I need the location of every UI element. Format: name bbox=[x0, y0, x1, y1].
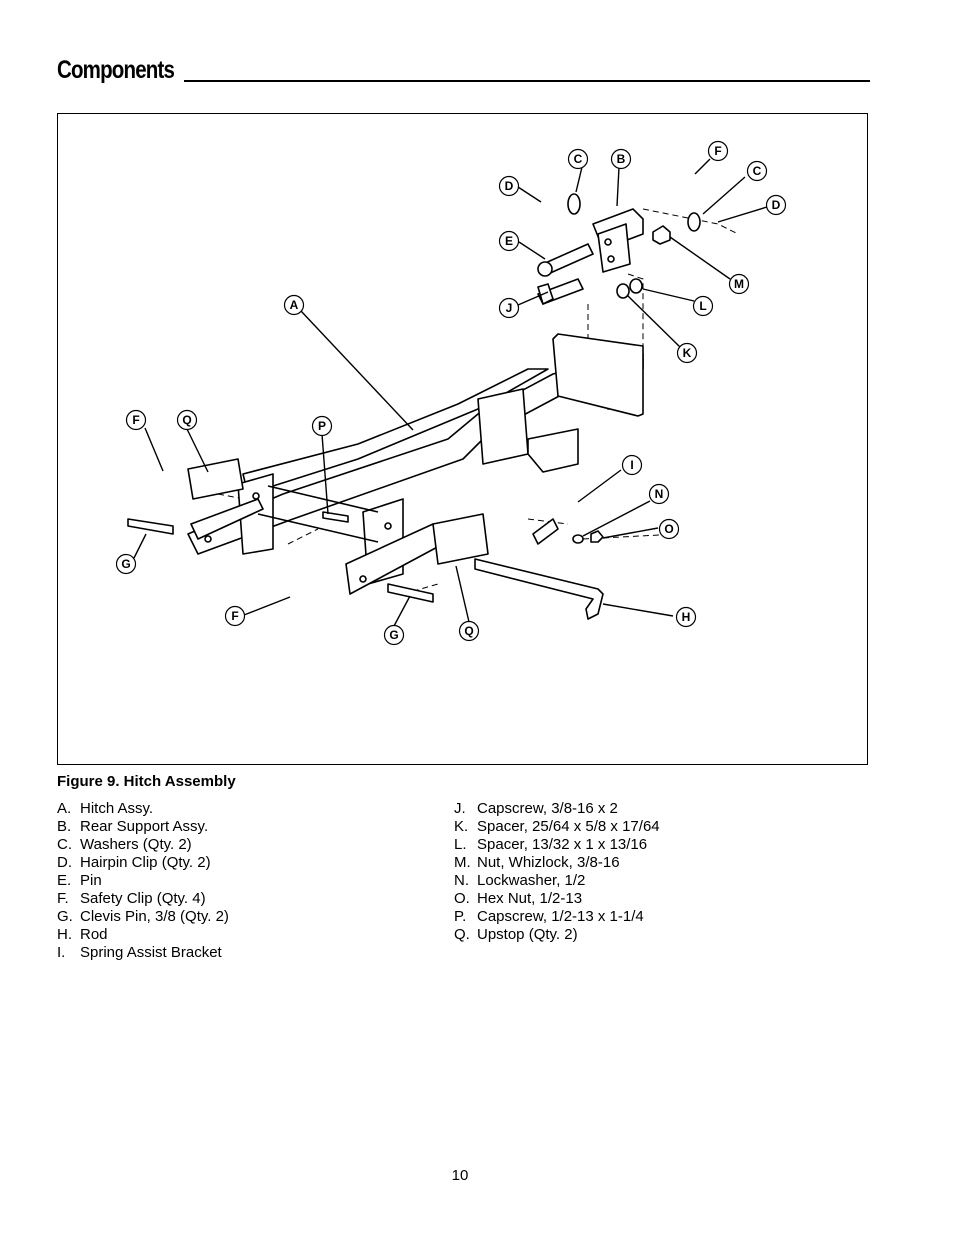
callout-o: O bbox=[658, 518, 680, 540]
legend-item: H.Rod bbox=[57, 926, 108, 943]
callout-q: Q bbox=[176, 409, 198, 431]
legend-item: M.Nut, Whizlock, 3/8-16 bbox=[454, 854, 620, 871]
hardware-parts bbox=[127, 193, 701, 620]
callout-c: C bbox=[746, 160, 768, 182]
hitch-assembly-diagram: A B C C D D E F F F G G H I J K L M N O … bbox=[115, 140, 787, 646]
svg-text:I: I bbox=[630, 458, 633, 472]
rear-support bbox=[592, 208, 644, 273]
legend-item: P.Capscrew, 1/2-13 x 1-1/4 bbox=[454, 908, 644, 925]
callout-a: A bbox=[283, 294, 305, 316]
legend-item: A.Hitch Assy. bbox=[57, 800, 154, 817]
legend-item: N.Lockwasher, 1/2 bbox=[454, 872, 586, 889]
callout-d: D bbox=[498, 175, 520, 197]
svg-text:K: K bbox=[683, 346, 692, 360]
svg-text:P: P bbox=[318, 419, 326, 433]
svg-text:L: L bbox=[699, 299, 706, 313]
legend-item: I.Spring Assist Bracket bbox=[57, 944, 222, 961]
svg-text:O: O bbox=[664, 522, 673, 536]
callout-q: Q bbox=[458, 620, 480, 642]
hitch-frame bbox=[187, 333, 644, 595]
svg-text:J: J bbox=[506, 301, 513, 315]
legend-item: B.Rear Support Assy. bbox=[57, 818, 209, 835]
legend-item: K.Spacer, 25/64 x 5/8 x 17/64 bbox=[454, 818, 660, 835]
svg-text:G: G bbox=[389, 628, 398, 642]
section-title: Components bbox=[57, 56, 175, 84]
callout-j: J bbox=[498, 297, 520, 319]
hitch-assembly-figure: A B C C D D E F F F G G H I J K L M N O … bbox=[57, 113, 868, 765]
figure-caption: Figure 9. Hitch Assembly bbox=[57, 773, 236, 790]
callout-f: F bbox=[707, 140, 729, 162]
callout-k: K bbox=[676, 342, 698, 364]
callout-i: I bbox=[621, 454, 643, 476]
svg-text:M: M bbox=[734, 277, 744, 291]
callout-c: C bbox=[567, 148, 589, 170]
page-number: 10 bbox=[451, 1167, 469, 1184]
legend-item: G.Clevis Pin, 3/8 (Qty. 2) bbox=[57, 908, 229, 925]
svg-text:F: F bbox=[714, 144, 721, 158]
svg-text:N: N bbox=[655, 487, 664, 501]
legend-item: C.Washers (Qty. 2) bbox=[57, 836, 192, 853]
svg-text:E: E bbox=[505, 234, 513, 248]
leader-lines bbox=[133, 158, 768, 627]
legend-item: F.Safety Clip (Qty. 4) bbox=[57, 890, 206, 907]
callout-g: G bbox=[115, 553, 137, 575]
svg-text:C: C bbox=[753, 164, 762, 178]
callout-f: F bbox=[224, 605, 246, 627]
callout-n: N bbox=[648, 483, 670, 505]
legend-item: E.Pin bbox=[57, 872, 102, 889]
svg-text:Q: Q bbox=[182, 413, 191, 427]
legend-item: L.Spacer, 13/32 x 1 x 13/16 bbox=[454, 836, 648, 853]
legend-item: D.Hairpin Clip (Qty. 2) bbox=[57, 854, 211, 871]
callout-f: F bbox=[125, 409, 147, 431]
svg-text:A: A bbox=[290, 298, 299, 312]
svg-text:D: D bbox=[505, 179, 514, 193]
callout-h: H bbox=[675, 606, 697, 628]
parts-legend-left: A.Hitch Assy. B.Rear Support Assy. C.Was… bbox=[57, 800, 229, 962]
svg-text:F: F bbox=[132, 413, 139, 427]
callout-m: M bbox=[728, 273, 750, 295]
callout-l: L bbox=[692, 295, 714, 317]
svg-text:G: G bbox=[121, 557, 130, 571]
callout-b: B bbox=[610, 148, 632, 170]
callout-g: G bbox=[383, 624, 405, 646]
callout-e: E bbox=[498, 230, 520, 252]
svg-text:H: H bbox=[682, 610, 691, 624]
parts-legend-right: J.Capscrew, 3/8-16 x 2 K.Spacer, 25/64 x… bbox=[454, 800, 660, 944]
legend-item: O.Hex Nut, 1/2-13 bbox=[454, 890, 583, 907]
svg-text:D: D bbox=[772, 198, 781, 212]
svg-text:F: F bbox=[231, 609, 238, 623]
svg-text:B: B bbox=[617, 152, 626, 166]
legend-item: J.Capscrew, 3/8-16 x 2 bbox=[454, 800, 618, 817]
svg-text:C: C bbox=[574, 152, 583, 166]
section-heading: Components bbox=[57, 56, 870, 86]
callout-p: P bbox=[311, 415, 333, 437]
svg-text:Q: Q bbox=[464, 624, 473, 638]
callout-d: D bbox=[765, 194, 787, 216]
heading-rule bbox=[184, 80, 870, 82]
legend-item: Q.Upstop (Qty. 2) bbox=[454, 926, 578, 943]
